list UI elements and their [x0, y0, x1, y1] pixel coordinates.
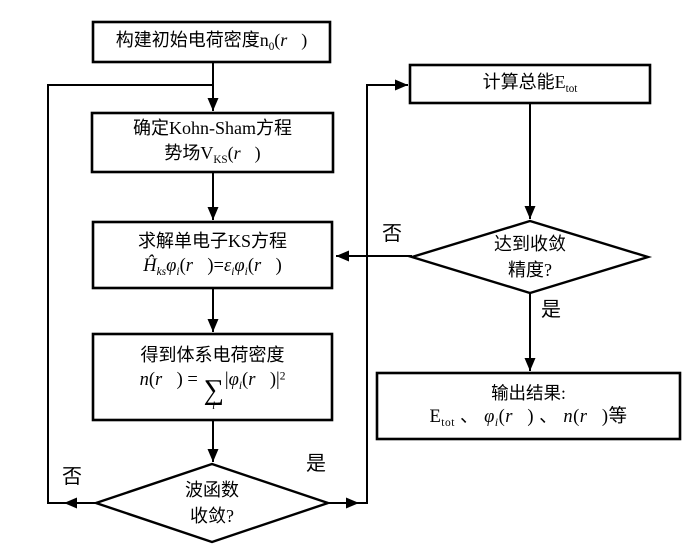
node-convergence-line1: 达到收敛 [494, 233, 566, 254]
node-wavefunction-converged: 波函数 收敛? [96, 464, 328, 542]
node-convergence-precision: 达到收敛 精度? [412, 221, 648, 293]
node-output: 输出结果: Etot 、 φi(r⃗) 、 n(r⃗)等 [377, 373, 680, 439]
node-convergence-line2: 精度? [508, 260, 552, 280]
node-output-line2: Etot 、 φi(r⃗) 、 n(r⃗)等 [429, 406, 628, 429]
box-output [375, 371, 682, 441]
node-ks-solve: 求解单电子KS方程 Ĥksφi(r⃗)=εiφi(r⃗) [93, 222, 332, 288]
node-ks-solve-equation: Ĥksφi(r⃗)=εiφi(r⃗) [143, 256, 282, 278]
flow-shapes [90, 20, 682, 544]
flow-edges [47, 62, 536, 509]
node-density-equation: n(r⃗) = ∑i|φi(r⃗)|2 [139, 369, 286, 413]
node-wf-converged-line2: 收敛? [190, 506, 234, 526]
box-ks-potential [90, 111, 335, 174]
node-ks-potential-line1: 确定Kohn-Sham方程 [133, 118, 292, 139]
label-conv-no: 否 [382, 223, 402, 245]
node-ks-potential: 确定Kohn-Sham方程 势场VKS(r⃗) [92, 113, 333, 172]
node-initial-density: 构建初始电荷密度n0(r⃗) [93, 22, 330, 62]
box-density [91, 332, 334, 422]
box-initial-density [91, 20, 332, 64]
node-density-line1: 得到体系电荷密度 [140, 344, 285, 365]
node-density: 得到体系电荷密度 n(r⃗) = ∑i|φi(r⃗)|2 [93, 334, 332, 420]
label-wf-no: 否 [62, 466, 82, 488]
label-conv-yes: 是 [541, 299, 561, 321]
diamond-convergence-precision [407, 219, 653, 295]
node-ks-potential-line2: 势场VKS(r⃗) [164, 143, 261, 167]
node-initial-density-text: 构建初始电荷密度n0(r⃗) [115, 30, 308, 54]
node-total-energy: 计算总能Etot [410, 65, 650, 103]
node-total-energy-text: 计算总能Etot [482, 72, 578, 96]
node-ks-solve-line1: 求解单电子KS方程 [137, 231, 287, 252]
node-wf-converged-line1: 波函数 [185, 479, 239, 500]
node-output-line1: 输出结果: [491, 382, 566, 403]
label-wf-yes: 是 [306, 453, 326, 475]
